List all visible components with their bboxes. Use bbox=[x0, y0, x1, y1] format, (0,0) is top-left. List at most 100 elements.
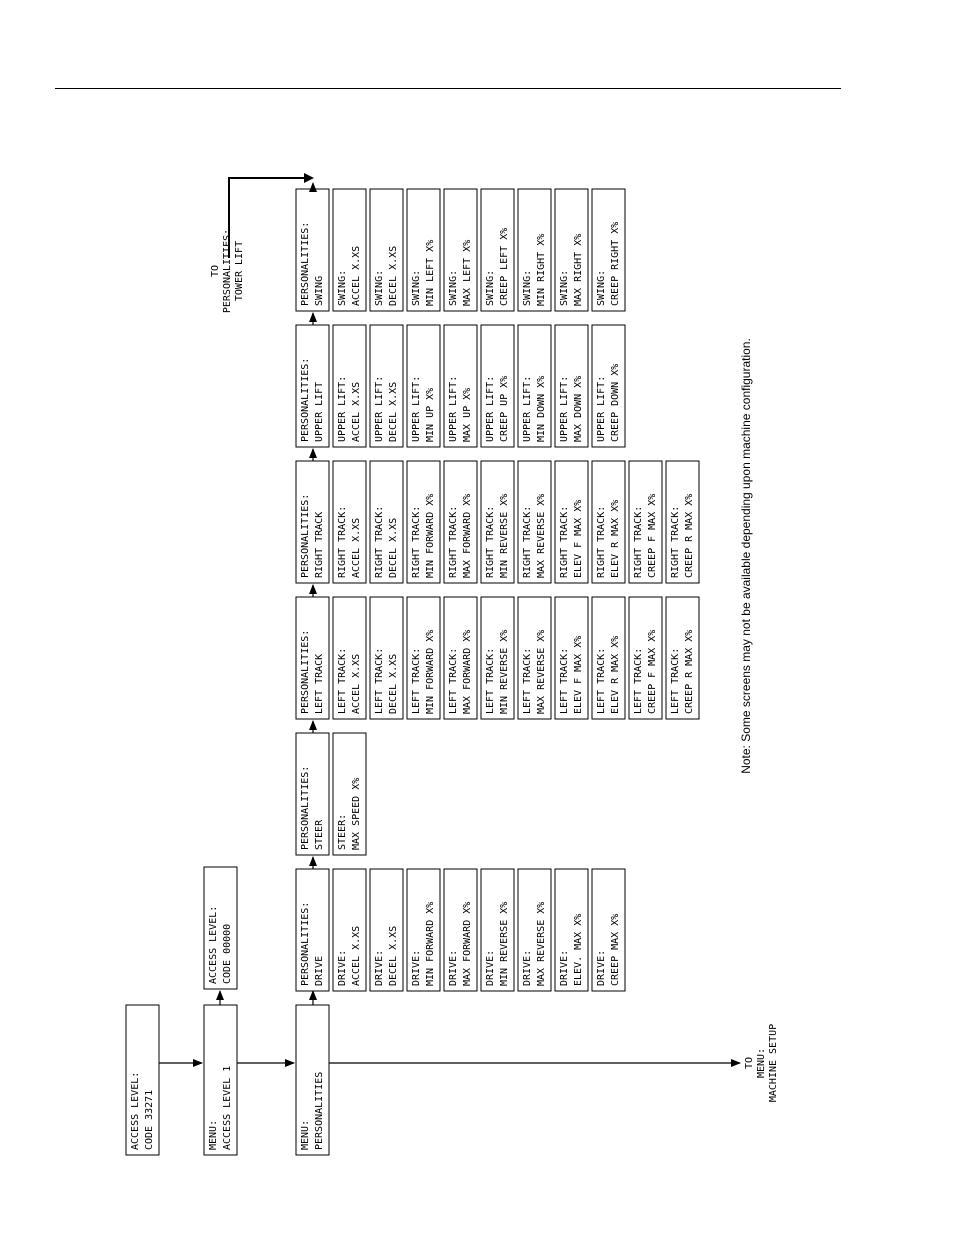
right-track-item-2-line-2: DECEL X.XS bbox=[388, 518, 399, 578]
to-tower-lift-label-line-1: TO bbox=[210, 265, 221, 277]
drive-item-3-line-2: MIN FORWARD X% bbox=[425, 902, 436, 986]
drive-item-7-line-1: DRIVE: bbox=[559, 950, 570, 986]
header-steer-border bbox=[295, 732, 330, 856]
right-track-item-8-border bbox=[591, 460, 626, 584]
right-track-item-4-line-2: MAX FORWARD X% bbox=[462, 494, 473, 578]
swing-item-4-line-1: SWING: bbox=[448, 270, 459, 306]
drive-item-3: DRIVE:MIN FORWARD X% bbox=[406, 868, 441, 992]
header-right-track: PERSONALITIES:RIGHT TRACK bbox=[295, 460, 330, 584]
header-left-track: PERSONALITIES:LEFT TRACK bbox=[295, 596, 330, 720]
configuration-note: Note: Some screens may not be available … bbox=[739, 338, 753, 774]
menu-personalities-box-border bbox=[295, 1004, 330, 1156]
swing-item-5-line-1: SWING: bbox=[485, 270, 496, 306]
drive-item-3-border bbox=[406, 868, 441, 992]
swing-item-4: SWING:MAX LEFT X% bbox=[443, 188, 478, 312]
right-track-item-9-border bbox=[628, 460, 663, 584]
header-upper-lift-border bbox=[295, 324, 330, 448]
drive-item-3-line-1: DRIVE: bbox=[411, 950, 422, 986]
upper-lift-item-8-border bbox=[591, 324, 626, 448]
right-track-item-6-line-2: MAX REVERSE X% bbox=[536, 494, 547, 578]
header-drive: PERSONALITIES:DRIVE bbox=[295, 868, 330, 992]
right-track-item-9-line-1: RIGHT TRACK: bbox=[633, 506, 644, 578]
right-track-item-5-line-2: MIN REVERSE X% bbox=[499, 494, 510, 578]
steer-item-1-line-1: STEER: bbox=[337, 814, 348, 850]
left-track-item-7: LEFT TRACK:ELEV F MAX X% bbox=[554, 596, 589, 720]
left-track-item-4: LEFT TRACK:MAX FORWARD X% bbox=[443, 596, 478, 720]
steer-item-1: STEER:MAX SPEED X% bbox=[332, 732, 367, 856]
upper-lift-item-7-line-1: UPPER LIFT: bbox=[559, 376, 570, 442]
swing-item-2-line-2: DECEL X.XS bbox=[388, 246, 399, 306]
left-track-item-6-line-2: MAX REVERSE X% bbox=[536, 630, 547, 714]
menu-personalities-box-line-2: PERSONALITIES bbox=[314, 1072, 325, 1150]
right-track-item-2: RIGHT TRACK:DECEL X.XS bbox=[369, 460, 404, 584]
menu-access-box-line-2: ACCESS LEVEL 1 bbox=[222, 1066, 233, 1150]
right-track-item-7: RIGHT TRACK:ELEV F MAX X% bbox=[554, 460, 589, 584]
arrow-to-tower-lift bbox=[228, 177, 304, 258]
access-code-alt-box-border bbox=[203, 866, 238, 990]
access-code-alt-box: ACCESS LEVEL:CODE 00000 bbox=[203, 866, 238, 990]
left-track-item-6: LEFT TRACK:MAX REVERSE X% bbox=[517, 596, 552, 720]
header-right-track-border bbox=[295, 460, 330, 584]
left-track-item-8: LEFT TRACK:ELEV R MAX X% bbox=[591, 596, 626, 720]
swing-item-7: SWING:MAX RIGHT X% bbox=[554, 188, 589, 312]
right-track-item-3-border bbox=[406, 460, 441, 584]
header-swing-line-1: PERSONALITIES: bbox=[300, 222, 311, 306]
left-track-item-2: LEFT TRACK:DECEL X.XS bbox=[369, 596, 404, 720]
drive-item-6-line-1: DRIVE: bbox=[522, 950, 533, 986]
upper-lift-item-4-border bbox=[443, 324, 478, 448]
right-track-item-8: RIGHT TRACK:ELEV R MAX X% bbox=[591, 460, 626, 584]
drive-item-4-line-1: DRIVE: bbox=[448, 950, 459, 986]
upper-lift-item-2-border bbox=[369, 324, 404, 448]
drive-item-4: DRIVE:MAX FORWARD X% bbox=[443, 868, 478, 992]
header-right-track-line-2: RIGHT TRACK bbox=[314, 512, 325, 578]
menu-access-box-border bbox=[203, 1004, 238, 1156]
left-track-item-8-line-1: LEFT TRACK: bbox=[596, 648, 607, 714]
header-drive-line-2: DRIVE bbox=[314, 956, 325, 986]
header-steer: PERSONALITIES:STEER bbox=[295, 732, 330, 856]
upper-lift-item-4: UPPER LIFT:MAX UP X% bbox=[443, 324, 478, 448]
header-swing-line-2: SWING bbox=[314, 276, 325, 306]
left-track-item-2-line-2: DECEL X.XS bbox=[388, 654, 399, 714]
upper-lift-item-1-line-1: UPPER LIFT: bbox=[337, 376, 348, 442]
upper-lift-item-3-line-1: UPPER LIFT: bbox=[411, 376, 422, 442]
swing-item-1-border bbox=[332, 188, 367, 312]
drive-item-8-line-1: DRIVE: bbox=[596, 950, 607, 986]
upper-lift-item-5-line-1: UPPER LIFT: bbox=[485, 376, 496, 442]
right-track-item-7-line-1: RIGHT TRACK: bbox=[559, 506, 570, 578]
drive-item-5-line-1: DRIVE: bbox=[485, 950, 496, 986]
left-track-item-3-border bbox=[406, 596, 441, 720]
left-track-item-1-line-2: ACCEL X.XS bbox=[351, 654, 362, 714]
upper-lift-item-5-border bbox=[480, 324, 515, 448]
right-track-item-3-line-2: MIN FORWARD X% bbox=[425, 494, 436, 578]
drive-item-8-line-2: CREEP MAX X% bbox=[610, 914, 621, 986]
to-tower-lift-label-line-2: PERSONALITIES: bbox=[222, 229, 233, 313]
swing-item-6-line-1: SWING: bbox=[522, 270, 533, 306]
header-rule bbox=[55, 88, 841, 89]
drive-item-6-line-2: MAX REVERSE X% bbox=[536, 902, 547, 986]
access-code-alt-box-line-1: ACCESS LEVEL: bbox=[208, 906, 219, 984]
right-track-item-1-border bbox=[332, 460, 367, 584]
header-swing: PERSONALITIES:SWING bbox=[295, 188, 330, 312]
header-left-track-border bbox=[295, 596, 330, 720]
menu-personalities-box: MENU:PERSONALITIES bbox=[295, 1004, 330, 1156]
right-track-item-1-line-2: ACCEL X.XS bbox=[351, 518, 362, 578]
upper-lift-item-5: UPPER LIFT:CREEP UP X% bbox=[480, 324, 515, 448]
swing-item-7-line-2: MAX RIGHT X% bbox=[573, 234, 584, 306]
swing-item-3: SWING:MIN LEFT X% bbox=[406, 188, 441, 312]
access-code-box-border bbox=[125, 1004, 160, 1156]
header-swing-border bbox=[295, 188, 330, 312]
swing-item-1-line-1: SWING: bbox=[337, 270, 348, 306]
upper-lift-item-8: UPPER LIFT:CREEP DOWN X% bbox=[591, 324, 626, 448]
drive-item-2-border bbox=[369, 868, 404, 992]
right-track-item-7-line-2: ELEV F MAX X% bbox=[573, 500, 584, 578]
header-right-track-line-1: PERSONALITIES: bbox=[300, 494, 311, 578]
upper-lift-item-6-border bbox=[517, 324, 552, 448]
left-track-item-8-border bbox=[591, 596, 626, 720]
swing-item-5: SWING:CREEP LEFT X% bbox=[480, 188, 515, 312]
upper-lift-item-7-line-2: MAX DOWN X% bbox=[573, 376, 584, 442]
left-track-item-3-line-1: LEFT TRACK: bbox=[411, 648, 422, 714]
access-code-box-line-1: ACCESS LEVEL: bbox=[130, 1072, 141, 1150]
upper-lift-item-7-border bbox=[554, 324, 589, 448]
